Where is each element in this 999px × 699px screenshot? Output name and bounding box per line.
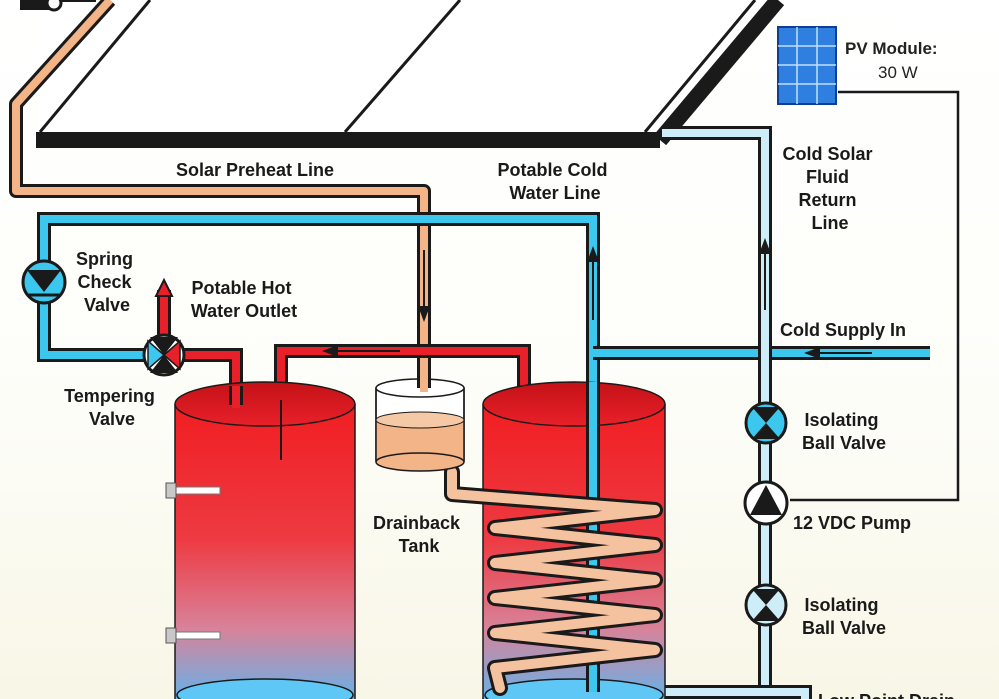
label-drainback-tank: Drainback Tank [373,513,465,556]
label-cold-supply-in: Cold Supply In [780,320,906,340]
isolating-ball-valve-lower-icon [744,583,788,627]
heating-element-lower-icon [165,627,221,644]
label-spring-check-valve: Spring Check Valve [76,249,138,315]
label-solar-preheat-line: Solar Preheat Line [176,160,334,180]
drainback-tank [375,376,465,472]
spring-check-valve-icon [21,259,67,305]
label-pump: 12 VDC Pump [793,513,911,533]
water-heater-tank [165,381,356,699]
pump-icon [743,480,789,526]
solar-collector [36,0,785,148]
heating-element-upper-icon [165,482,221,499]
isolating-ball-valve-upper-icon [744,401,788,445]
label-potable-cold-water-line: Potable Cold Water Line [497,160,612,203]
label-pv-module: PV Module: 30 W [845,39,942,82]
label-potable-hot-water-outlet: Potable Hot Water Outlet [191,278,297,321]
pv-wiring [790,90,960,502]
tempering-valve-icon [142,333,186,377]
pv-module [777,26,837,105]
label-isolating-ball-valve-upper: Isolating Ball Valve [802,410,886,453]
label-low-point-drain: Low Point Drain [818,691,955,699]
label-isolating-ball-valve-lower: Isolating Ball Valve [802,595,886,638]
label-cold-solar-fluid-return-line: Cold Solar Fluid Return Line [782,144,877,233]
air-vent-valve-icon [20,0,63,12]
heat-exchanger-coil [444,464,663,696]
solar-storage-tank [444,381,666,699]
solar-preheat-line [9,0,431,386]
label-tempering-valve: Tempering Valve [64,386,160,429]
